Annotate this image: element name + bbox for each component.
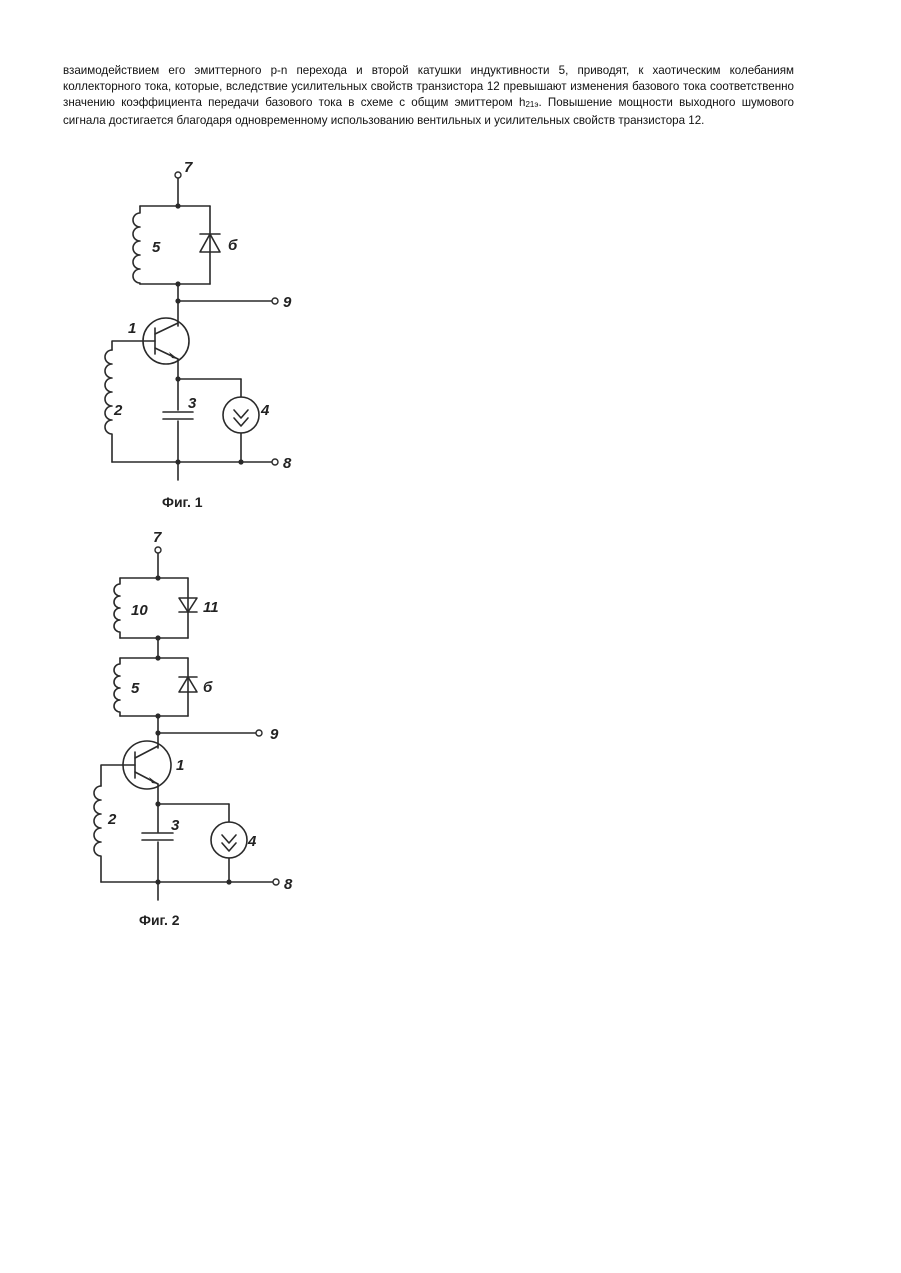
fig2-label-8: 8 xyxy=(284,876,293,893)
fig2-label-10: 10 xyxy=(131,602,148,619)
fig1-label-3: 3 xyxy=(188,395,197,412)
terminal-7-icon xyxy=(155,547,161,553)
fig2-label-3: 3 xyxy=(171,817,180,834)
body-paragraph: взаимодействием его эмиттерного p-n пере… xyxy=(63,63,794,129)
figure-2-circuit: 7 10 11 5 б 9 1 2 3 4 8 xyxy=(0,525,901,935)
fig2-label-7: 7 xyxy=(153,529,162,546)
fig2-label-6: б xyxy=(203,679,213,696)
inductor-2-icon xyxy=(94,786,101,882)
noise-source-4-icon xyxy=(223,397,259,433)
fig2-label-4: 4 xyxy=(247,833,257,850)
terminal-8-icon xyxy=(272,459,278,465)
terminal-9-icon xyxy=(256,730,262,736)
fig2-label-2: 2 xyxy=(107,811,117,828)
figure-1-caption: Фиг. 1 xyxy=(162,494,203,510)
fig1-label-4: 4 xyxy=(260,402,270,419)
fig1-label-9: 9 xyxy=(283,294,292,311)
terminal-7-icon xyxy=(175,172,181,178)
fig2-label-1: 1 xyxy=(176,757,184,774)
inductor-5-icon xyxy=(114,658,120,716)
fig2-label-9: 9 xyxy=(270,726,279,743)
fig1-label-5: 5 xyxy=(152,239,161,256)
terminal-8-icon xyxy=(273,879,279,885)
figure-1-circuit: 7 5 б 9 1 2 3 4 8 Фиг. 1 xyxy=(0,150,901,520)
fig2-label-11: 11 xyxy=(203,599,219,616)
fig2-label-5: 5 xyxy=(131,680,140,697)
fig1-label-7: 7 xyxy=(184,159,193,176)
paragraph-subscript: 21э xyxy=(525,100,538,109)
inductor-5-icon xyxy=(133,206,140,284)
terminal-9-icon xyxy=(272,298,278,304)
fig1-label-2: 2 xyxy=(113,402,123,419)
fig1-label-8: 8 xyxy=(283,455,292,472)
inductor-2-icon xyxy=(105,350,112,462)
fig1-label-6: б xyxy=(228,237,238,254)
figure-2-caption: Фиг. 2 xyxy=(139,912,180,928)
inductor-10-icon xyxy=(114,578,120,638)
fig1-label-1: 1 xyxy=(128,320,136,337)
noise-source-4-icon xyxy=(211,822,247,858)
